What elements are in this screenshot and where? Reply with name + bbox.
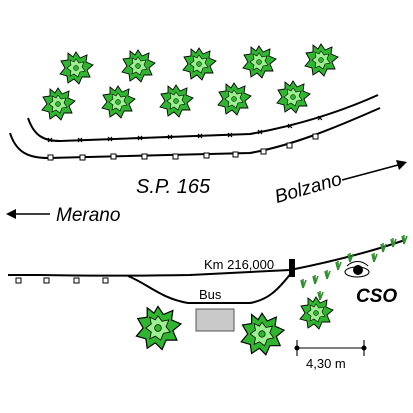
main-road-edge [8, 239, 406, 277]
road-edge-south [9, 107, 381, 160]
tree-icon [121, 49, 156, 83]
direction-label-merano: Merano [56, 205, 121, 226]
milestone-icon [289, 259, 295, 277]
tree-icon [242, 45, 277, 79]
tree-icon [217, 82, 252, 116]
tree-icon [240, 312, 285, 356]
tree-icon [182, 47, 217, 81]
bus-bay-edge [127, 271, 293, 304]
tree-icon [59, 51, 94, 85]
distance-label: 4,30 m [306, 356, 346, 371]
bus-shelter-icon [195, 308, 235, 332]
road-name-label: S.P. 165 [136, 176, 211, 198]
tree-group-top [41, 43, 339, 121]
tree-icon [135, 305, 182, 351]
fence-north [47, 115, 323, 143]
tree-icon [276, 80, 311, 114]
road-edge-north [27, 94, 379, 143]
tree-icon [41, 87, 76, 121]
arrow-icon-merano [6, 209, 50, 219]
km-marker-label: Km 216,000 [204, 257, 275, 272]
sensor-station-icon [344, 260, 370, 278]
tree-icon [159, 84, 194, 118]
bus-stop-label: Bus [199, 287, 222, 302]
curb-markers-south [15, 277, 109, 284]
curb-markers [47, 133, 319, 161]
tree-icon [101, 85, 136, 119]
distance-marker [294, 340, 367, 356]
site-label: CSO [356, 286, 398, 307]
tree-group-bottom [135, 296, 334, 356]
tree-icon [304, 43, 339, 77]
tree-icon [299, 296, 334, 330]
arrow-icon-bolzano [341, 160, 407, 181]
